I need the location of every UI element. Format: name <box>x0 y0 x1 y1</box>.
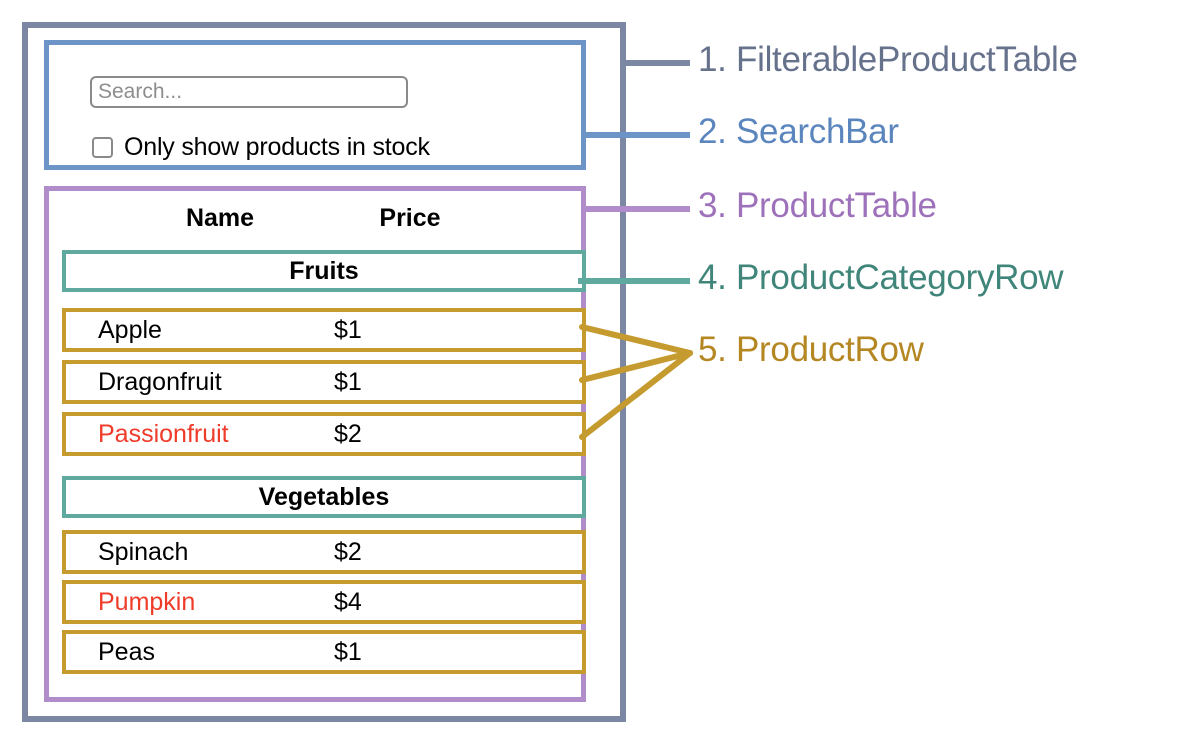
only-in-stock-row[interactable]: Only show products in stock <box>92 130 430 164</box>
product-price: $2 <box>334 537 362 566</box>
search-input[interactable] <box>90 76 408 108</box>
product-row: Peas $1 <box>62 630 586 674</box>
product-name: Pumpkin <box>98 587 196 616</box>
product-category-row: Fruits <box>62 250 586 292</box>
legend-item-product-category-row: 4. ProductCategoryRow <box>698 258 1064 297</box>
product-name: Peas <box>98 637 155 666</box>
product-price: $2 <box>334 419 362 448</box>
product-row: Dragonfruit $1 <box>62 360 586 404</box>
product-row: Apple $1 <box>62 308 586 352</box>
product-row: Spinach $2 <box>62 530 586 574</box>
product-table-header: Name Price <box>60 196 572 240</box>
product-name: Spinach <box>98 537 189 566</box>
legend-item-filterable-product-table: 1. FilterableProductTable <box>698 40 1078 79</box>
product-category-label: Fruits <box>289 256 359 285</box>
product-name: Apple <box>98 315 162 344</box>
product-price: $1 <box>334 315 362 344</box>
product-price: $1 <box>334 637 362 666</box>
legend-item-product-table: 3. ProductTable <box>698 186 937 225</box>
legend-item-search-bar: 2. SearchBar <box>698 112 899 151</box>
product-price: $4 <box>334 587 362 616</box>
search-bar-frame <box>44 40 586 170</box>
column-header-name: Name <box>185 204 255 232</box>
only-in-stock-checkbox[interactable] <box>92 136 113 158</box>
product-price: $1 <box>334 367 362 396</box>
product-category-row: Vegetables <box>62 476 586 518</box>
product-category-label: Vegetables <box>258 482 390 511</box>
product-name: Passionfruit <box>98 419 229 448</box>
product-name: Dragonfruit <box>98 367 222 396</box>
legend-item-product-row: 5. ProductRow <box>698 330 924 369</box>
product-row: Pumpkin $4 <box>62 580 586 624</box>
column-header-price: Price <box>379 204 441 232</box>
only-in-stock-label: Only show products in stock <box>124 132 430 161</box>
product-row: Passionfruit $2 <box>62 412 586 456</box>
